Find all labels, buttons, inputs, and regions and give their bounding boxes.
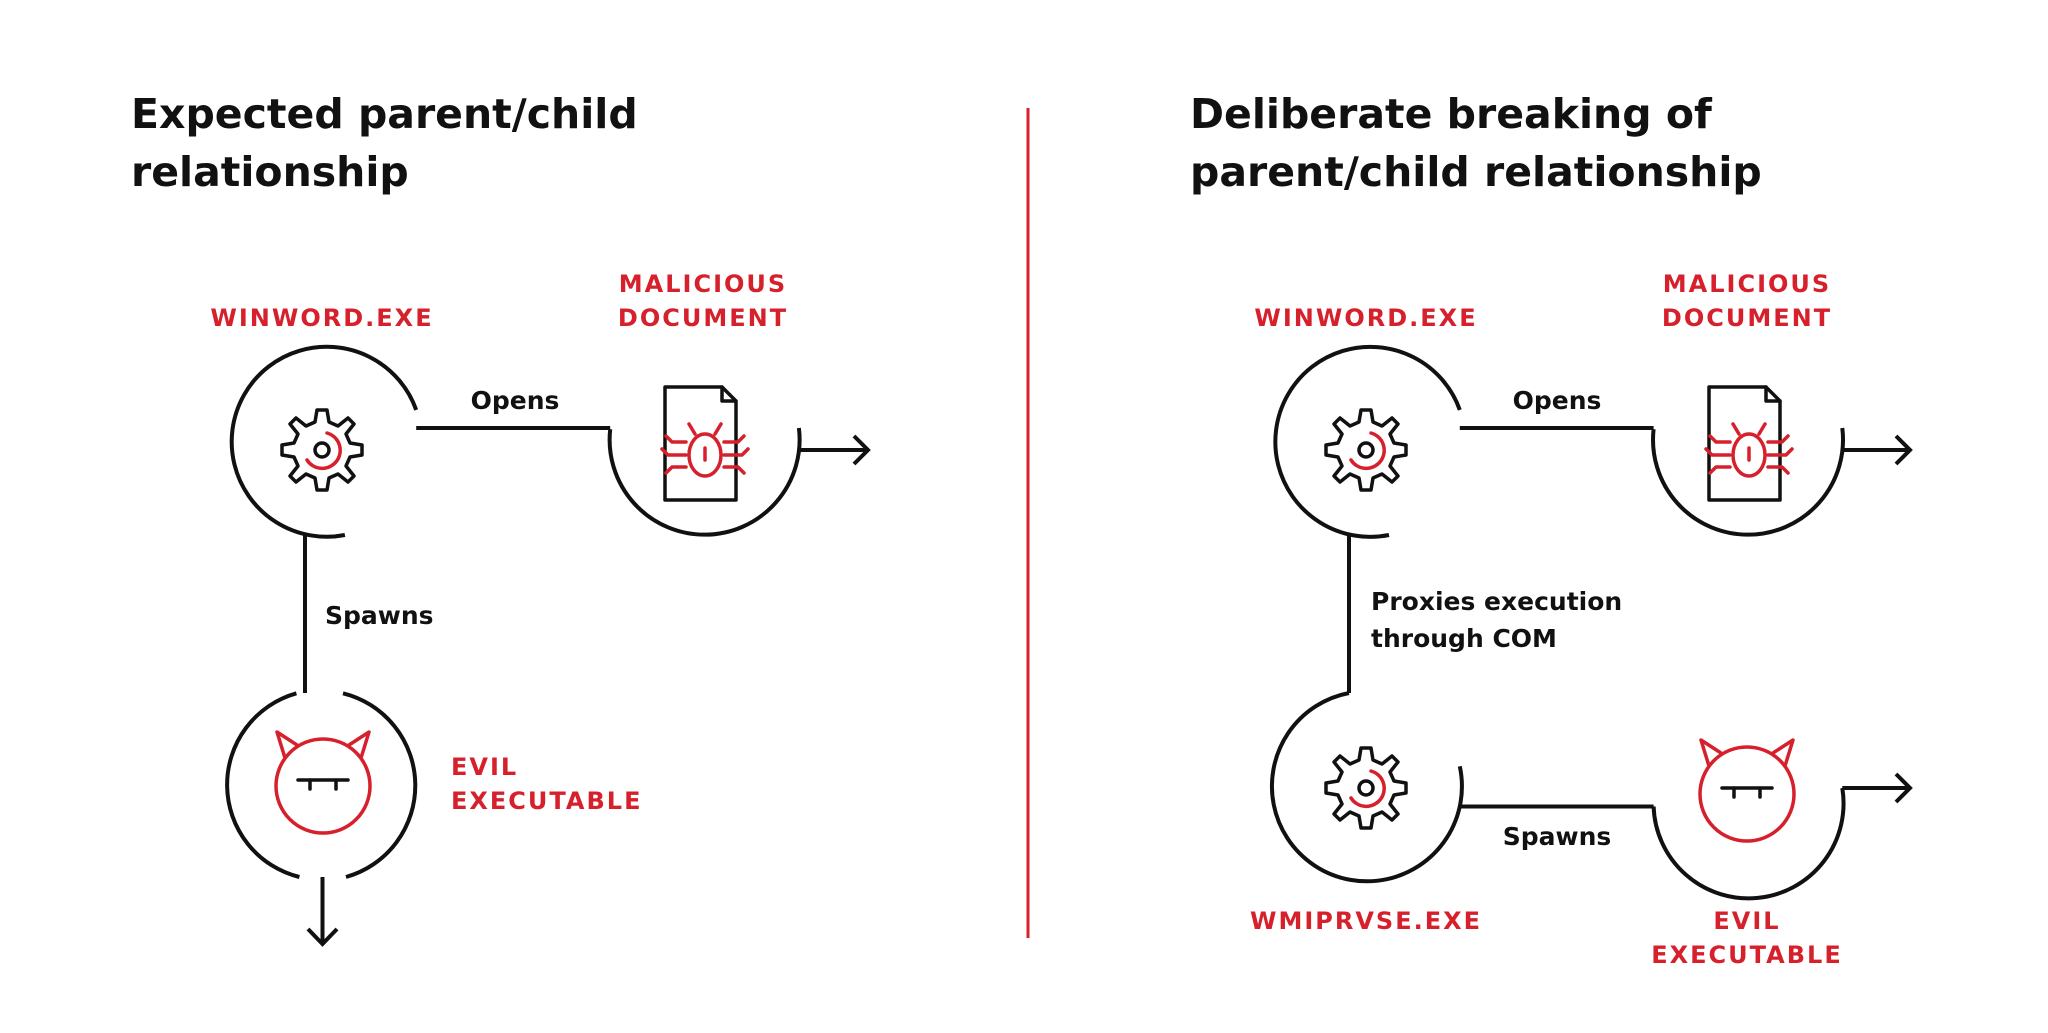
right-proxies-label-line1: Proxies execution bbox=[1371, 587, 1622, 616]
left-winword-node-ring bbox=[229, 344, 419, 539]
left-malicious-document-label-line1: MALICIOUS bbox=[619, 270, 787, 298]
right-malicious-document-label-line2: DOCUMENT bbox=[1662, 304, 1832, 332]
left-title-line2: relationship bbox=[131, 148, 409, 196]
right-winword-node-ring bbox=[1273, 344, 1462, 539]
left-document-outgoing-arrow bbox=[798, 434, 871, 466]
devil-face-icon bbox=[1698, 738, 1796, 843]
right-malicious-document-label-line1: MALICIOUS bbox=[1663, 270, 1831, 298]
right-malicious-document-node-ring bbox=[1651, 427, 1845, 537]
left-opens-label: Opens bbox=[471, 386, 560, 415]
left-evil-executable-label-line1: EVIL bbox=[451, 753, 518, 781]
gear-icon bbox=[280, 408, 364, 492]
right-wmiprvse-label: WMIPRVSE.EXE bbox=[1250, 907, 1482, 935]
right-evil-executable-label-line1: EVIL bbox=[1713, 907, 1780, 935]
left-malicious-document-label-line2: DOCUMENT bbox=[618, 304, 788, 332]
right-title-line1: Deliberate breaking of bbox=[1190, 90, 1713, 138]
gear-icon bbox=[1324, 746, 1408, 830]
left-evil-executable-label-line2: EXECUTABLE bbox=[451, 787, 642, 815]
left-title-line1: Expected parent/child bbox=[131, 90, 638, 138]
right-proxies-label-line2: through COM bbox=[1371, 624, 1557, 653]
left-evil-executable-node-ring bbox=[225, 691, 418, 879]
left-panel: Expected parent/child relationship WINWO… bbox=[131, 90, 871, 947]
right-evil-executable-node-ring bbox=[1651, 787, 1846, 901]
right-panel: Deliberate breaking of parent/child rela… bbox=[1190, 90, 1913, 969]
right-executable-outgoing-arrow bbox=[1842, 772, 1913, 804]
left-executable-outgoing-arrow bbox=[306, 877, 339, 947]
right-evil-executable-label-line2: EXECUTABLE bbox=[1651, 941, 1842, 969]
right-title-line2: parent/child relationship bbox=[1190, 148, 1762, 196]
right-opens-label: Opens bbox=[1513, 386, 1602, 415]
gear-icon bbox=[1324, 408, 1408, 492]
document-bug-icon bbox=[1704, 385, 1794, 502]
right-document-outgoing-arrow bbox=[1842, 434, 1913, 466]
left-winword-label: WINWORD.EXE bbox=[210, 304, 433, 332]
right-spawns-label: Spawns bbox=[1503, 822, 1612, 851]
devil-face-icon bbox=[274, 730, 372, 835]
left-spawns-label: Spawns bbox=[325, 601, 434, 630]
right-wmiprvse-node-ring bbox=[1269, 691, 1464, 884]
right-winword-label: WINWORD.EXE bbox=[1254, 304, 1477, 332]
document-bug-icon bbox=[660, 385, 750, 502]
left-malicious-document-node-ring bbox=[607, 427, 802, 537]
